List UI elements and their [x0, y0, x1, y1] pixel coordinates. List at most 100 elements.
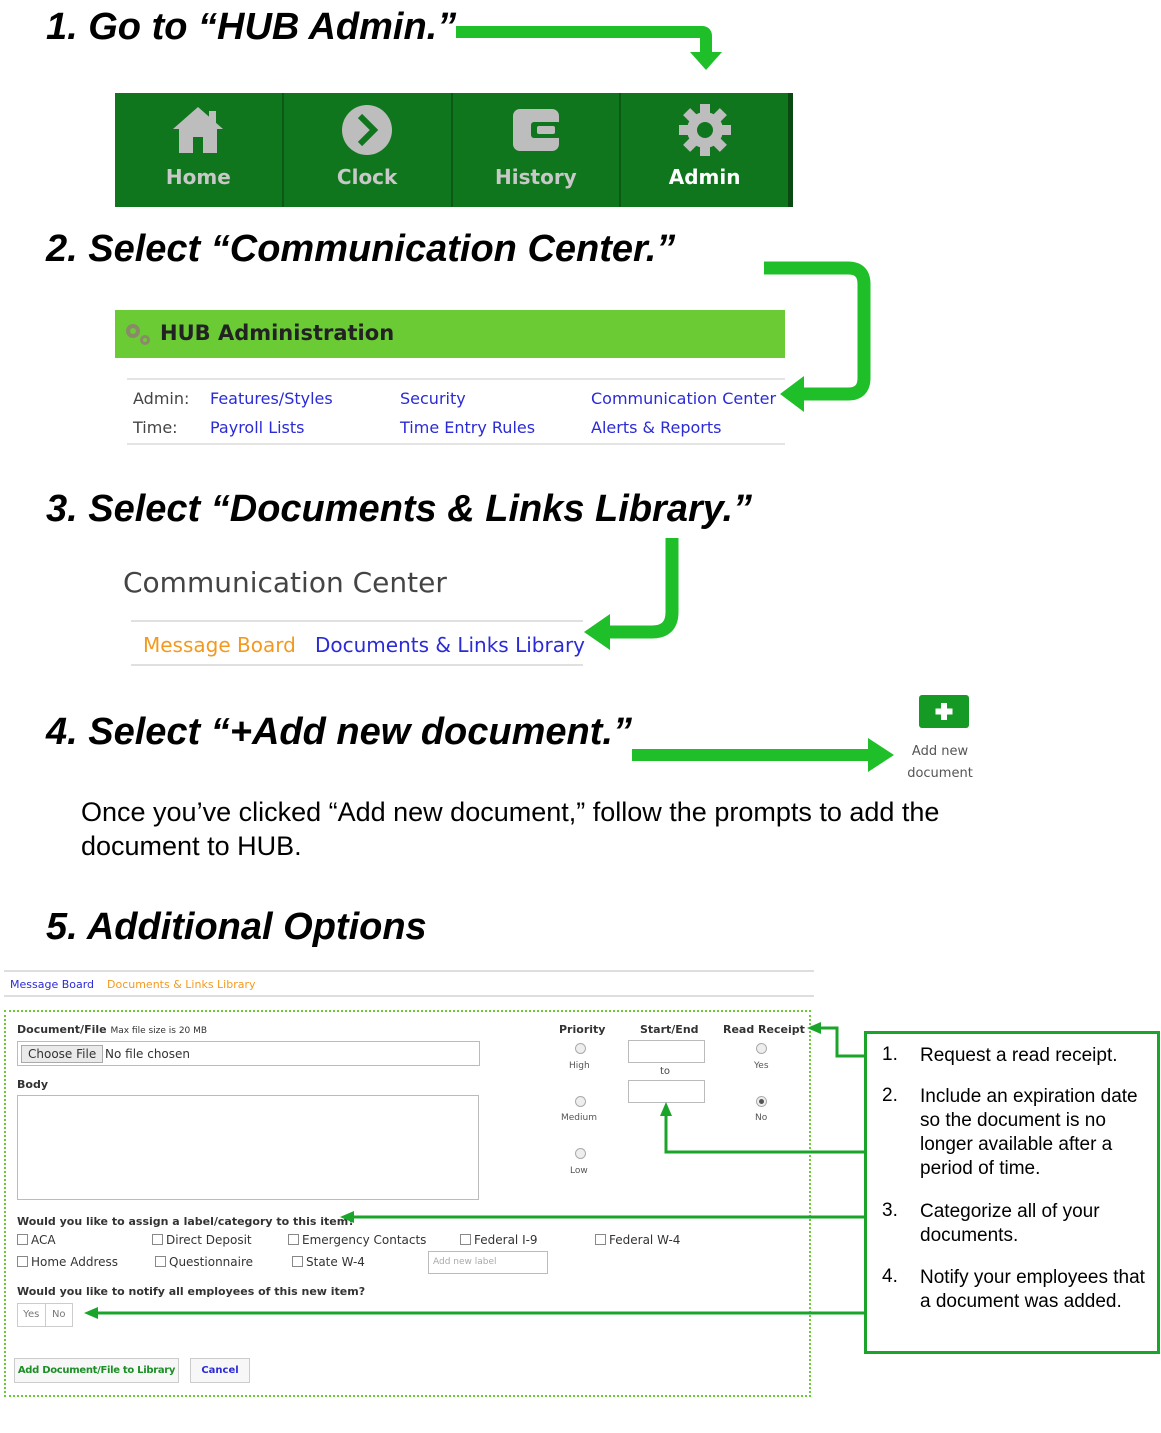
nav-home-label: Home: [165, 165, 231, 189]
priority-medium-label: Medium: [561, 1113, 597, 1123]
callout-item-2-number: 2.: [882, 1085, 898, 1106]
step-3-heading: 3. Select “Documents & Links Library.”: [46, 488, 753, 530]
tab-documents-links-library-small[interactable]: Documents & Links Library: [107, 978, 256, 991]
add-new-document-button[interactable]: [919, 695, 969, 728]
checkbox[interactable]: [155, 1256, 166, 1267]
priority-low-label: Low: [570, 1166, 588, 1176]
nav-home[interactable]: Home: [115, 93, 284, 207]
arrow-step-3: [584, 538, 679, 650]
category-aca[interactable]: ACA: [17, 1233, 56, 1247]
link-features-styles[interactable]: Features/Styles: [210, 389, 333, 408]
link-payroll-lists[interactable]: Payroll Lists: [210, 418, 305, 437]
category-aca-label: ACA: [31, 1233, 56, 1247]
priority-label: Priority: [559, 1023, 606, 1036]
checkbox[interactable]: [152, 1234, 163, 1245]
link-security[interactable]: Security: [400, 389, 466, 408]
nav-clock-label: Clock: [336, 165, 398, 189]
step-1-heading: 1. Go to “HUB Admin.”: [46, 6, 457, 48]
link-time-entry-rules[interactable]: Time Entry Rules: [400, 418, 536, 437]
callout-item-3-number: 3.: [882, 1200, 898, 1221]
divider: [4, 970, 814, 972]
category-direct-deposit[interactable]: Direct Deposit: [152, 1233, 252, 1247]
callout-item-3-text: Categorize all of your documents.: [920, 1201, 1100, 1246]
notify-yes-button[interactable]: Yes: [18, 1304, 46, 1326]
main-nav-bar: Home Clock History: [115, 93, 793, 207]
plus-icon: [935, 703, 953, 720]
priority-low-radio[interactable]: [575, 1148, 586, 1159]
read-receipt-yes-radio[interactable]: [756, 1043, 767, 1054]
cancel-button[interactable]: Cancel: [190, 1358, 250, 1383]
admin-row-label: Admin:: [133, 389, 190, 408]
category-federal-w4-label: Federal W-4: [609, 1233, 681, 1247]
gear-icon: [678, 104, 731, 156]
category-questionnaire-label: Questionnaire: [169, 1255, 254, 1269]
add-new-document-label-line1: Add new: [911, 744, 969, 759]
category-state-w4-label: State W-4: [306, 1255, 365, 1269]
category-questionnaire[interactable]: Questionnaire: [155, 1255, 253, 1269]
tab-message-board-small[interactable]: Message Board: [10, 978, 95, 991]
add-new-label-input[interactable]: Add new label: [428, 1251, 548, 1274]
arrow-step-4: [632, 738, 894, 772]
add-new-label-placeholder: Add new label: [433, 1257, 497, 1267]
communication-center-title: Communication Center: [123, 566, 447, 599]
checkbox[interactable]: [460, 1234, 471, 1245]
to-label: to: [660, 1066, 671, 1077]
read-receipt-no-label: No: [755, 1113, 768, 1123]
callout-item-2-text: Include an expiration date so the docume…: [920, 1086, 1138, 1179]
read-receipt-no-radio[interactable]: [756, 1096, 767, 1107]
tab-message-board[interactable]: Message Board: [143, 633, 296, 657]
nav-history-label: History: [495, 165, 577, 189]
category-state-w4[interactable]: State W-4: [292, 1255, 365, 1269]
category-federal-i9[interactable]: Federal I-9: [460, 1233, 538, 1247]
divider: [127, 443, 785, 445]
add-new-document-label: Add new document: [898, 741, 982, 785]
divider: [131, 620, 583, 622]
category-federal-w4[interactable]: Federal W-4: [595, 1233, 680, 1247]
category-emergency-contacts[interactable]: Emergency Contacts: [288, 1233, 426, 1247]
category-emergency-contacts-label: Emergency Contacts: [302, 1233, 427, 1247]
file-input[interactable]: Choose File No file chosen: [17, 1041, 480, 1066]
nav-admin[interactable]: Admin: [621, 93, 793, 207]
read-receipt-label: Read Receipt: [723, 1023, 805, 1036]
time-row-label: Time:: [133, 418, 178, 437]
max-file-size-note: Max file size is 20 MB: [110, 1026, 208, 1036]
link-alerts-reports[interactable]: Alerts & Reports: [591, 418, 722, 437]
arrow-step-1: [456, 26, 722, 70]
priority-high-radio[interactable]: [575, 1043, 586, 1054]
category-home-address-label: Home Address: [31, 1255, 119, 1269]
category-federal-i9-label: Federal I-9: [474, 1233, 538, 1247]
category-home-address[interactable]: Home Address: [17, 1255, 118, 1269]
link-communication-center[interactable]: Communication Center: [591, 389, 777, 408]
body-textarea[interactable]: [17, 1095, 479, 1200]
notify-no-button[interactable]: No: [51, 1309, 66, 1320]
nav-history[interactable]: History: [453, 93, 622, 207]
start-end-label: Start/End: [640, 1023, 699, 1036]
category-question: Would you like to assign a label/categor…: [17, 1215, 355, 1228]
nav-clock[interactable]: Clock: [284, 93, 453, 207]
checkbox[interactable]: [595, 1234, 606, 1245]
checkbox[interactable]: [17, 1234, 28, 1245]
add-document-form: [4, 1010, 811, 1397]
step-5-heading: 5. Additional Options: [46, 906, 427, 948]
callout-item-1-number: 1.: [882, 1044, 898, 1065]
document-file-label: Document/File Max file size is 20 MB: [17, 1023, 207, 1036]
hub-administration-title: HUB Administration: [160, 321, 395, 345]
choose-file-button[interactable]: Choose File: [21, 1045, 104, 1063]
document-file-label-text: Document/File: [17, 1023, 107, 1036]
notify-question: Would you like to notify all employees o…: [17, 1285, 366, 1298]
body-label: Body: [17, 1078, 48, 1091]
divider: [127, 378, 785, 380]
end-date-input[interactable]: [628, 1080, 705, 1103]
add-new-document-label-line2: document: [907, 766, 973, 781]
checkbox[interactable]: [288, 1234, 299, 1245]
add-document-to-library-button[interactable]: Add Document/File to Library: [14, 1358, 179, 1383]
start-date-input[interactable]: [628, 1040, 705, 1063]
checkbox[interactable]: [292, 1256, 303, 1267]
step-4-heading: 4. Select “+Add new document.”: [46, 711, 632, 753]
tab-documents-links-library[interactable]: Documents & Links Library: [315, 633, 586, 657]
gears-icon: [126, 324, 150, 345]
step-2-heading: 2. Select “Communication Center.”: [46, 228, 676, 270]
priority-medium-radio[interactable]: [575, 1096, 586, 1107]
checkbox[interactable]: [17, 1256, 28, 1267]
